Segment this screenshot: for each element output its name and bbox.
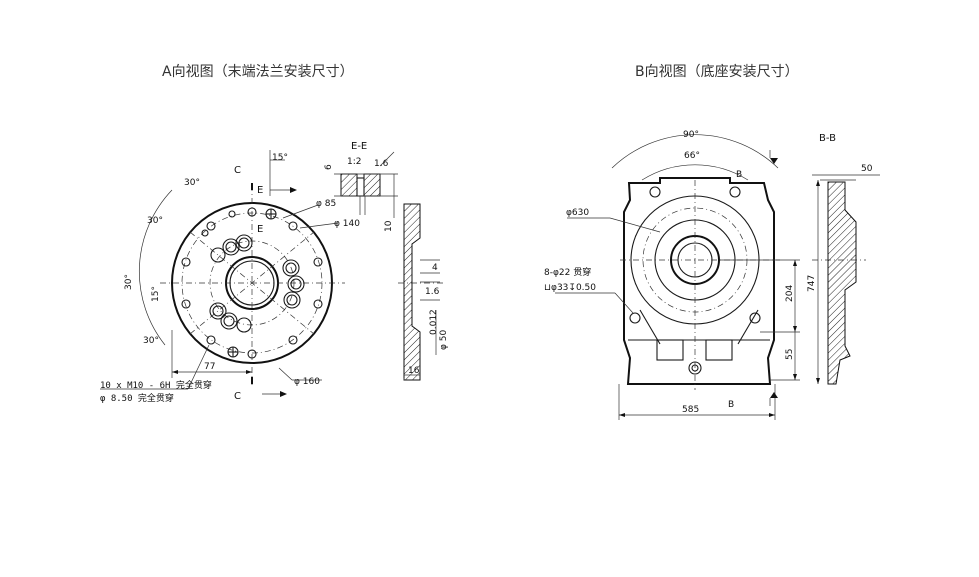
base-outline (623, 177, 775, 385)
dim-16: 16 (408, 366, 420, 376)
angle-90: 90° (683, 130, 699, 140)
thread-note-2: φ 8.50 完全贯穿 (100, 392, 174, 404)
dim-10: 10 (384, 220, 394, 232)
b-marker-top: B (736, 170, 742, 180)
thread-note-1: 10 x M10 - 6H 完全贯穿 (100, 379, 212, 391)
dim-1-6-top: 1.6 (374, 159, 389, 169)
detail-e-e: E-E 1:2 1.6 6 10 (324, 141, 398, 232)
flange-side-section: 4 1.6 φ 50 0.012 16 (398, 203, 449, 381)
angle-15-top: 15° (272, 153, 288, 163)
angle-30-b: 30° (147, 216, 163, 226)
centerline-d2 (189, 231, 315, 335)
angle-arc-66 (641, 164, 749, 181)
dim-counterbore: ⊔φ33↧0.50 (544, 283, 596, 293)
angle-30-c: 30° (124, 274, 134, 290)
angle-arc (138, 189, 173, 346)
angle-66: 66° (684, 151, 700, 161)
detail-title: E-E (351, 141, 367, 152)
dim-77: 77 (204, 362, 215, 372)
base-view: 90° 66° B φ630 (544, 130, 800, 420)
dim-6: 6 (324, 164, 334, 170)
angle-30-d: 30° (143, 336, 159, 346)
section-e-label: E (257, 185, 263, 196)
dim-50: 50 (861, 164, 873, 174)
angle-arc-90 (611, 134, 779, 169)
dim-d85: φ 85 (316, 199, 336, 209)
angle-15-left: 15° (151, 286, 161, 302)
base-bolt-holes (629, 186, 761, 375)
dim-d140: φ 140 (334, 219, 360, 229)
view-a-title: A向视图（末端法兰安装尺寸） (162, 64, 354, 80)
dim-bore-tol: 0.012 (429, 309, 439, 335)
dim-55: 55 (785, 349, 795, 360)
angle-30-a: 30° (184, 178, 200, 188)
section-bb-body (827, 181, 857, 385)
section-c-label-bottom: C (234, 391, 241, 402)
dim-747: 747 (807, 275, 817, 292)
outer-bolt-holes (181, 207, 323, 359)
section-bb-title: B-B (819, 133, 836, 144)
section-c-label-top: C (234, 165, 241, 176)
dim-d630: φ630 (566, 208, 589, 218)
section-b-b: B-B 50 747 (807, 133, 880, 385)
dim-bore: φ 50 (439, 329, 449, 350)
dim-585: 585 (682, 405, 699, 415)
dim-1-6-mid: 1.6 (425, 287, 440, 297)
dim-holes: 8-φ22 贯穿 (544, 266, 591, 278)
slot-features (209, 234, 305, 333)
flange-view: C C E E 15° 30° 30° 30° 15° 30° φ 85 φ 1… (100, 150, 360, 404)
section-e-label-bottom: E (257, 224, 263, 235)
view-b-title: B向视图（底座安装尺寸） (635, 64, 799, 80)
detail-scale: 1:2 (347, 157, 361, 167)
b-marker-bottom: B (728, 400, 734, 410)
dim-204: 204 (785, 285, 795, 302)
dim-4: 4 (432, 263, 438, 273)
dim-d160: φ 160 (294, 377, 320, 387)
